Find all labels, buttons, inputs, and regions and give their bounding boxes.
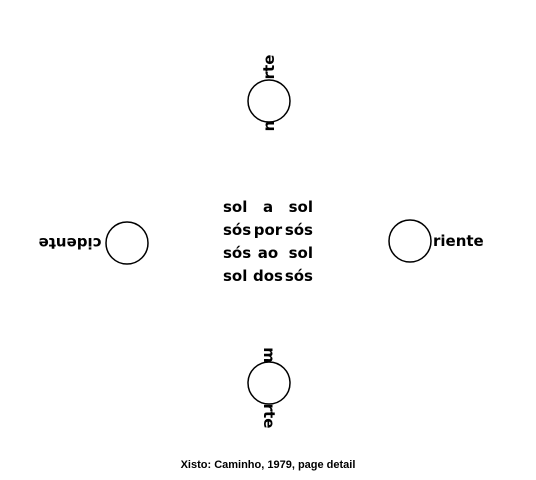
concrete-poem-figure: n rte cidente riente m rte sol a sol sós… <box>39 55 484 429</box>
center-word: sol <box>289 244 313 262</box>
figure-caption: Xisto: Caminho, 1979, page detail <box>180 459 356 471</box>
center-word: a <box>263 198 273 216</box>
south-letter-m: m <box>260 347 278 363</box>
center-line-3: sós ao sol <box>223 244 313 262</box>
south-group: m rte <box>247 347 291 429</box>
center-word: por <box>254 221 283 239</box>
south-word-rte: rte <box>260 404 278 429</box>
east-circle <box>388 219 432 263</box>
north-group: n rte <box>247 55 291 132</box>
center-word: sol <box>223 267 247 285</box>
south-circle <box>247 361 291 405</box>
north-letter-n: n <box>260 121 278 132</box>
north-word-rte: rte <box>260 55 278 80</box>
east-group: riente <box>388 219 484 263</box>
center-word: sol <box>223 198 247 216</box>
center-word: sós <box>223 221 251 239</box>
center-word: dos <box>253 267 283 285</box>
center-line-2: sós por sós <box>223 221 313 239</box>
north-circle <box>247 79 291 123</box>
east-word-riente: riente <box>433 232 484 250</box>
west-group: cidente <box>39 221 149 265</box>
center-line-1: sol a sol <box>223 198 313 216</box>
center-word: sol <box>289 198 313 216</box>
west-circle <box>105 221 149 265</box>
center-word: sós <box>285 267 313 285</box>
center-word: ao <box>258 244 278 262</box>
center-word: sós <box>223 244 251 262</box>
west-word-cidente: cidente <box>39 234 102 252</box>
center-line-4: sol dos sós <box>223 267 313 285</box>
center-word: sós <box>285 221 313 239</box>
center-poem-block: sol a sol sós por sós sós ao sol sol dos… <box>223 198 313 285</box>
